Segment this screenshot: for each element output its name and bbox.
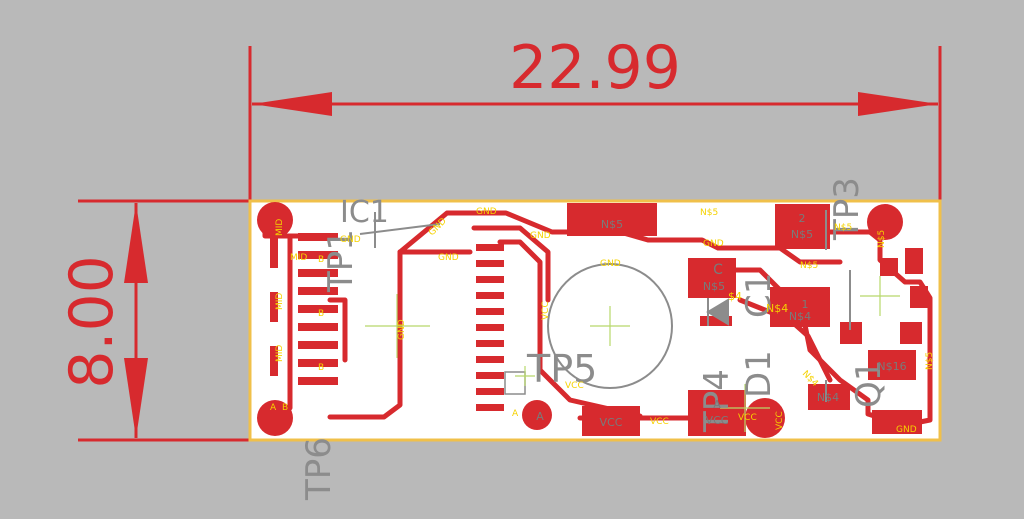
pad-vcc-right[interactable] [688, 390, 746, 436]
svg-text:N$4: N$4 [817, 391, 839, 404]
tp-pad-bottom-left[interactable] [257, 400, 293, 436]
pad-q1-c[interactable] [900, 322, 922, 344]
svg-text:VCC: VCC [650, 417, 669, 427]
width-arrow-left [252, 92, 332, 116]
label-tp1: TP1 [321, 229, 361, 293]
label-c1: C1 [739, 273, 779, 318]
pad-n4-mid[interactable] [770, 287, 830, 327]
svg-text:GND: GND [397, 319, 407, 340]
pad-c1-c[interactable] [688, 258, 736, 298]
trace-ic-left-bus [327, 249, 403, 420]
trace-gnd-loop [471, 225, 551, 303]
svg-text:2: 2 [799, 212, 806, 225]
width-dimension-value: 22.99 [509, 33, 681, 103]
label-tp5: TP5 [526, 347, 597, 391]
svg-text:C: C [713, 262, 723, 278]
pad-vcc-left[interactable] [582, 406, 640, 436]
trace-mid-3 [327, 297, 348, 363]
svg-text:GND: GND [438, 253, 459, 263]
svg-text:VCC: VCC [541, 301, 551, 320]
d1-silk-symbol [706, 298, 729, 326]
svg-text:1: 1 [802, 298, 809, 311]
pad-n4-bottom[interactable] [808, 384, 850, 410]
svg-text:A: A [270, 403, 277, 413]
trace-n4 [737, 297, 833, 383]
svg-text:N$5: N$5 [703, 280, 725, 293]
label-tp6: TP6 [299, 437, 339, 501]
label-tp4: TP4 [697, 369, 737, 433]
svg-text:N$4: N$4 [789, 310, 811, 323]
svg-text:GND: GND [896, 425, 917, 435]
svg-text:GND: GND [703, 239, 724, 249]
silkscreen [359, 210, 851, 402]
pad-q1-d[interactable] [872, 410, 922, 434]
tp-pad-top-right[interactable] [867, 204, 903, 240]
trace-gnd-top [397, 210, 843, 265]
pad-n5-right[interactable] [775, 204, 830, 249]
label-tp3: TP3 [827, 177, 867, 241]
height-dimension: 8.00 [57, 199, 250, 442]
svg-text:A: A [512, 409, 519, 419]
pad-d1[interactable] [700, 316, 732, 326]
pad-names: N$5 2 N$5 C N$5 1 N$4 VCC A VCC N$4 N$16… [536, 212, 906, 429]
height-dimension-value: 8.00 [57, 255, 127, 389]
svg-text:N$5: N$5 [791, 228, 813, 241]
svg-text:GND: GND [340, 235, 361, 245]
label-q1: Q1 [849, 360, 889, 408]
svg-text:MID: MID [275, 293, 285, 310]
svg-text:B: B [318, 363, 324, 373]
svg-text:VCC: VCC [706, 414, 729, 427]
label-d1: D1 [739, 350, 779, 398]
label-ic1: IC1 [340, 195, 389, 230]
svg-text:N$5: N$5 [700, 208, 718, 218]
svg-text:GND: GND [600, 259, 621, 269]
pad-q1-f[interactable] [880, 258, 898, 276]
svg-text:MID: MID [275, 219, 285, 236]
designators: IC1 TP1 TP3 TP5 TP4 TP6 C1 D1 Q1 [299, 177, 889, 501]
svg-text:N$5: N$5 [925, 352, 935, 370]
svg-text:GND: GND [530, 231, 551, 241]
origin-crosshairs [365, 276, 900, 432]
svg-text:B: B [282, 403, 288, 413]
ic1-silk-top [359, 223, 441, 235]
height-arrow-bottom [124, 358, 148, 438]
width-dimension: 22.99 [248, 33, 942, 200]
ic1-left-pins [270, 233, 338, 385]
width-arrow-right [858, 92, 938, 116]
tp-pad-tp5[interactable] [522, 400, 552, 430]
svg-text:N$5: N$5 [834, 223, 852, 233]
trace-right-vert [497, 239, 643, 419]
svg-text:N$5: N$5 [877, 230, 887, 248]
pad-n16[interactable] [868, 350, 916, 380]
c1-silk-outline [547, 263, 673, 389]
svg-text:B: B [318, 255, 324, 265]
svg-text:GND: GND [476, 207, 497, 217]
smd-pads [567, 203, 928, 436]
svg-text:N$5: N$5 [601, 218, 623, 231]
svg-text:VCC: VCC [600, 416, 623, 429]
ic-right-pins [476, 244, 504, 411]
svg-text:A: A [536, 410, 544, 423]
svg-text:A: A [713, 398, 721, 411]
svg-text:VCC: VCC [565, 381, 584, 391]
pad-q1-a[interactable] [905, 248, 923, 274]
svg-text:VCC: VCC [775, 411, 785, 430]
svg-text:N$4: N$4 [766, 302, 788, 315]
pad-q1-e[interactable] [840, 322, 862, 344]
tp-pad-top-left[interactable] [257, 202, 293, 238]
svg-text:MID: MID [275, 345, 285, 362]
pad-q1-b[interactable] [910, 286, 928, 308]
svg-text:N$16: N$16 [877, 360, 906, 373]
svg-text:MID: MID [290, 253, 307, 263]
svg-text:$4: $4 [728, 290, 742, 303]
height-arrow-top [124, 203, 148, 283]
svg-text:B: B [318, 309, 324, 319]
pad-n5-top[interactable] [567, 203, 657, 236]
svg-text:VCC: VCC [738, 413, 757, 423]
copper-traces [262, 210, 933, 427]
svg-text:N$5: N$5 [800, 261, 818, 271]
